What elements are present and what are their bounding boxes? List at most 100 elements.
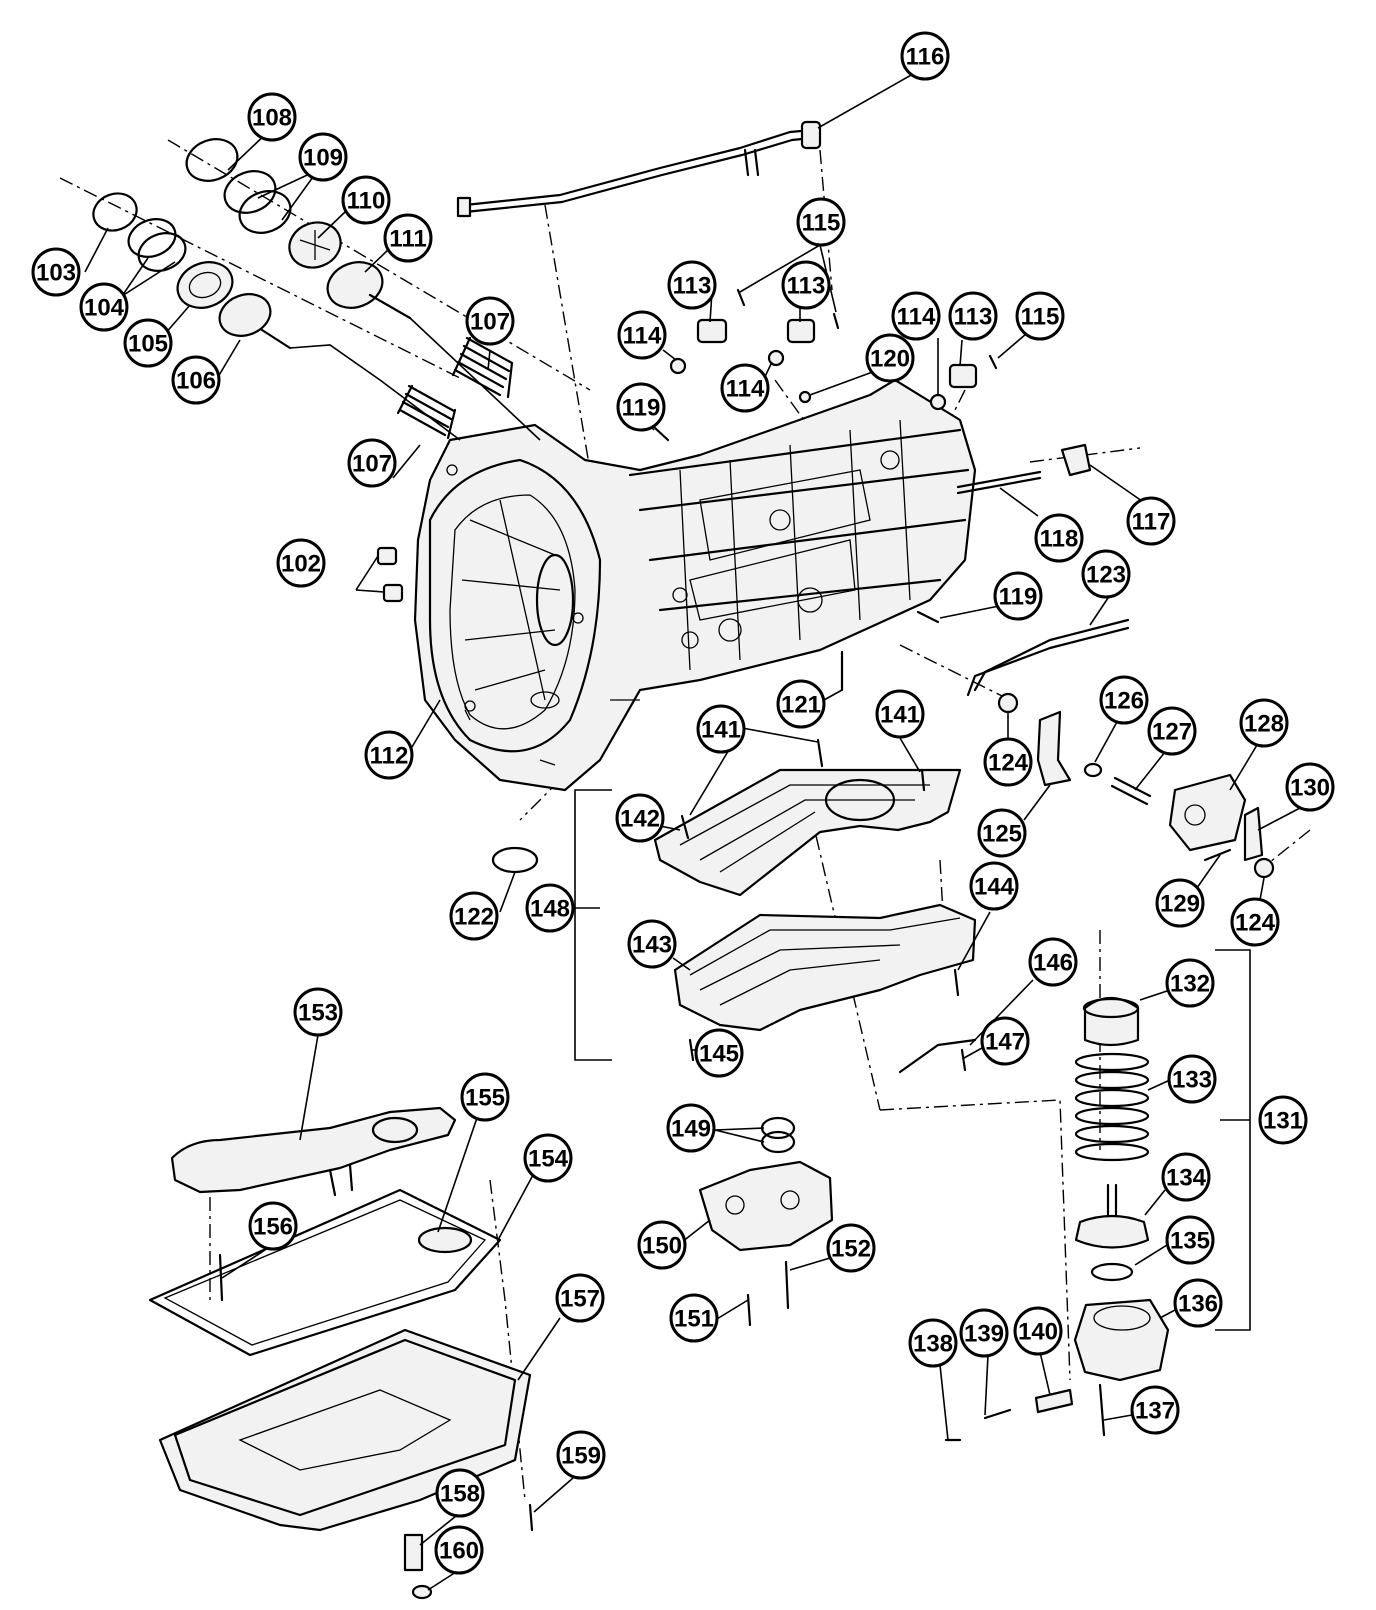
callout-144: 144 [969, 861, 1019, 911]
callout-label: 151 [674, 1306, 714, 1333]
callout-116: 116 [900, 31, 950, 81]
callout-102: 102 [276, 538, 326, 588]
callout-124: 124 [983, 737, 1033, 787]
callout-label: 147 [985, 1029, 1025, 1056]
callout-139: 139 [959, 1308, 1009, 1358]
callout-label: 105 [128, 331, 168, 358]
spring-107-upper [451, 336, 514, 399]
callout-circle [523, 1133, 573, 1183]
callout-circle [171, 355, 221, 405]
callout-label: 146 [1033, 950, 1073, 977]
callout-circle [1165, 958, 1215, 1008]
callout-151: 151 [669, 1293, 719, 1343]
callout-circle [891, 291, 941, 341]
callout-circle [666, 1103, 716, 1153]
plugs-102 [376, 546, 404, 603]
callout-circle [556, 1430, 606, 1480]
group-brackets [574, 789, 1251, 1331]
valve-body [653, 738, 977, 1074]
callout-136: 136 [1173, 1278, 1223, 1328]
callout-113: 113 [667, 260, 717, 310]
callout-138: 138 [908, 1318, 958, 1368]
callout-circle [865, 333, 915, 383]
callout-circle [696, 704, 746, 754]
callout-label: 125 [982, 821, 1022, 848]
callout-label: 138 [913, 1331, 953, 1358]
callout-label: 127 [1152, 719, 1192, 746]
callout-label: 128 [1244, 711, 1284, 738]
callout-103: 103 [31, 247, 81, 297]
callout-label: 109 [303, 145, 343, 172]
callout-111: 111 [383, 213, 433, 263]
callout-label: 150 [642, 1233, 682, 1260]
callout-circle [776, 679, 826, 729]
callout-114: 114 [617, 310, 667, 360]
callout-label: 122 [454, 904, 494, 931]
callout-label: 119 [622, 395, 661, 422]
callout-circle [781, 260, 831, 310]
callout-circle [1028, 937, 1078, 987]
callout-133: 133 [1167, 1054, 1217, 1104]
callout-label: 116 [906, 44, 945, 71]
callout-circle [1034, 513, 1084, 563]
callout-label: 110 [347, 188, 386, 215]
callout-circle [993, 571, 1043, 621]
callout-circle [123, 318, 173, 368]
callout-label: 142 [620, 806, 660, 833]
callout-label: 152 [831, 1236, 871, 1263]
callout-115: 115 [796, 197, 846, 247]
callout-114: 114 [720, 363, 770, 413]
callout-150: 150 [637, 1220, 687, 1270]
callout-circle [1173, 1278, 1223, 1328]
callout-label: 107 [470, 309, 510, 336]
callout-circle [694, 1028, 744, 1078]
callout-135: 135 [1165, 1215, 1215, 1265]
callout-circle [616, 382, 666, 432]
servo-group [944, 996, 1170, 1442]
callout-circle [1130, 1385, 1180, 1435]
callout-154: 154 [523, 1133, 573, 1183]
callout-circle [667, 260, 717, 310]
callout-label: 111 [389, 226, 426, 253]
callout-113: 113 [948, 291, 998, 341]
callout-label: 115 [1021, 304, 1060, 331]
callout-circle [1285, 762, 1335, 812]
callout-circle [1155, 878, 1205, 928]
callout-113: 113 [781, 260, 831, 310]
callout-circle [720, 363, 770, 413]
shift-linkage [840, 443, 1275, 879]
callout-155: 155 [460, 1072, 510, 1122]
callout-128: 128 [1239, 698, 1289, 748]
callout-circle [959, 1308, 1009, 1358]
callout-circle [1013, 1306, 1063, 1356]
callout-120: 120 [865, 333, 915, 383]
callout-label: 123 [1086, 562, 1126, 589]
callout-label: 157 [560, 1286, 600, 1313]
callout-label: 136 [1178, 1291, 1218, 1318]
callout-label: 143 [632, 932, 672, 959]
callout-label: 118 [1040, 526, 1079, 553]
callout-126: 126 [1099, 675, 1149, 725]
callout-label: 115 [802, 210, 841, 237]
callout-124: 124 [1230, 897, 1280, 947]
seal-122 [491, 846, 539, 874]
callout-132: 132 [1165, 958, 1215, 1008]
callout-114: 114 [891, 291, 941, 341]
callout-circle [435, 1468, 485, 1518]
shaft-parts [92, 138, 541, 441]
spring-133 [1074, 1052, 1150, 1162]
callout-label: 113 [954, 304, 993, 331]
callout-137: 137 [1130, 1385, 1180, 1435]
callout-label: 144 [974, 874, 1015, 901]
callout-circle [1167, 1054, 1217, 1104]
callout-107: 107 [347, 438, 397, 488]
callout-160: 160 [434, 1525, 484, 1575]
callout-label: 158 [440, 1481, 480, 1508]
callout-label: 114 [897, 304, 936, 331]
callout-label: 159 [561, 1443, 601, 1470]
callout-130: 130 [1285, 762, 1335, 812]
callout-label: 120 [870, 346, 910, 373]
callout-circle [449, 891, 499, 941]
callout-circle [341, 175, 391, 225]
callout-label: 112 [370, 743, 409, 770]
